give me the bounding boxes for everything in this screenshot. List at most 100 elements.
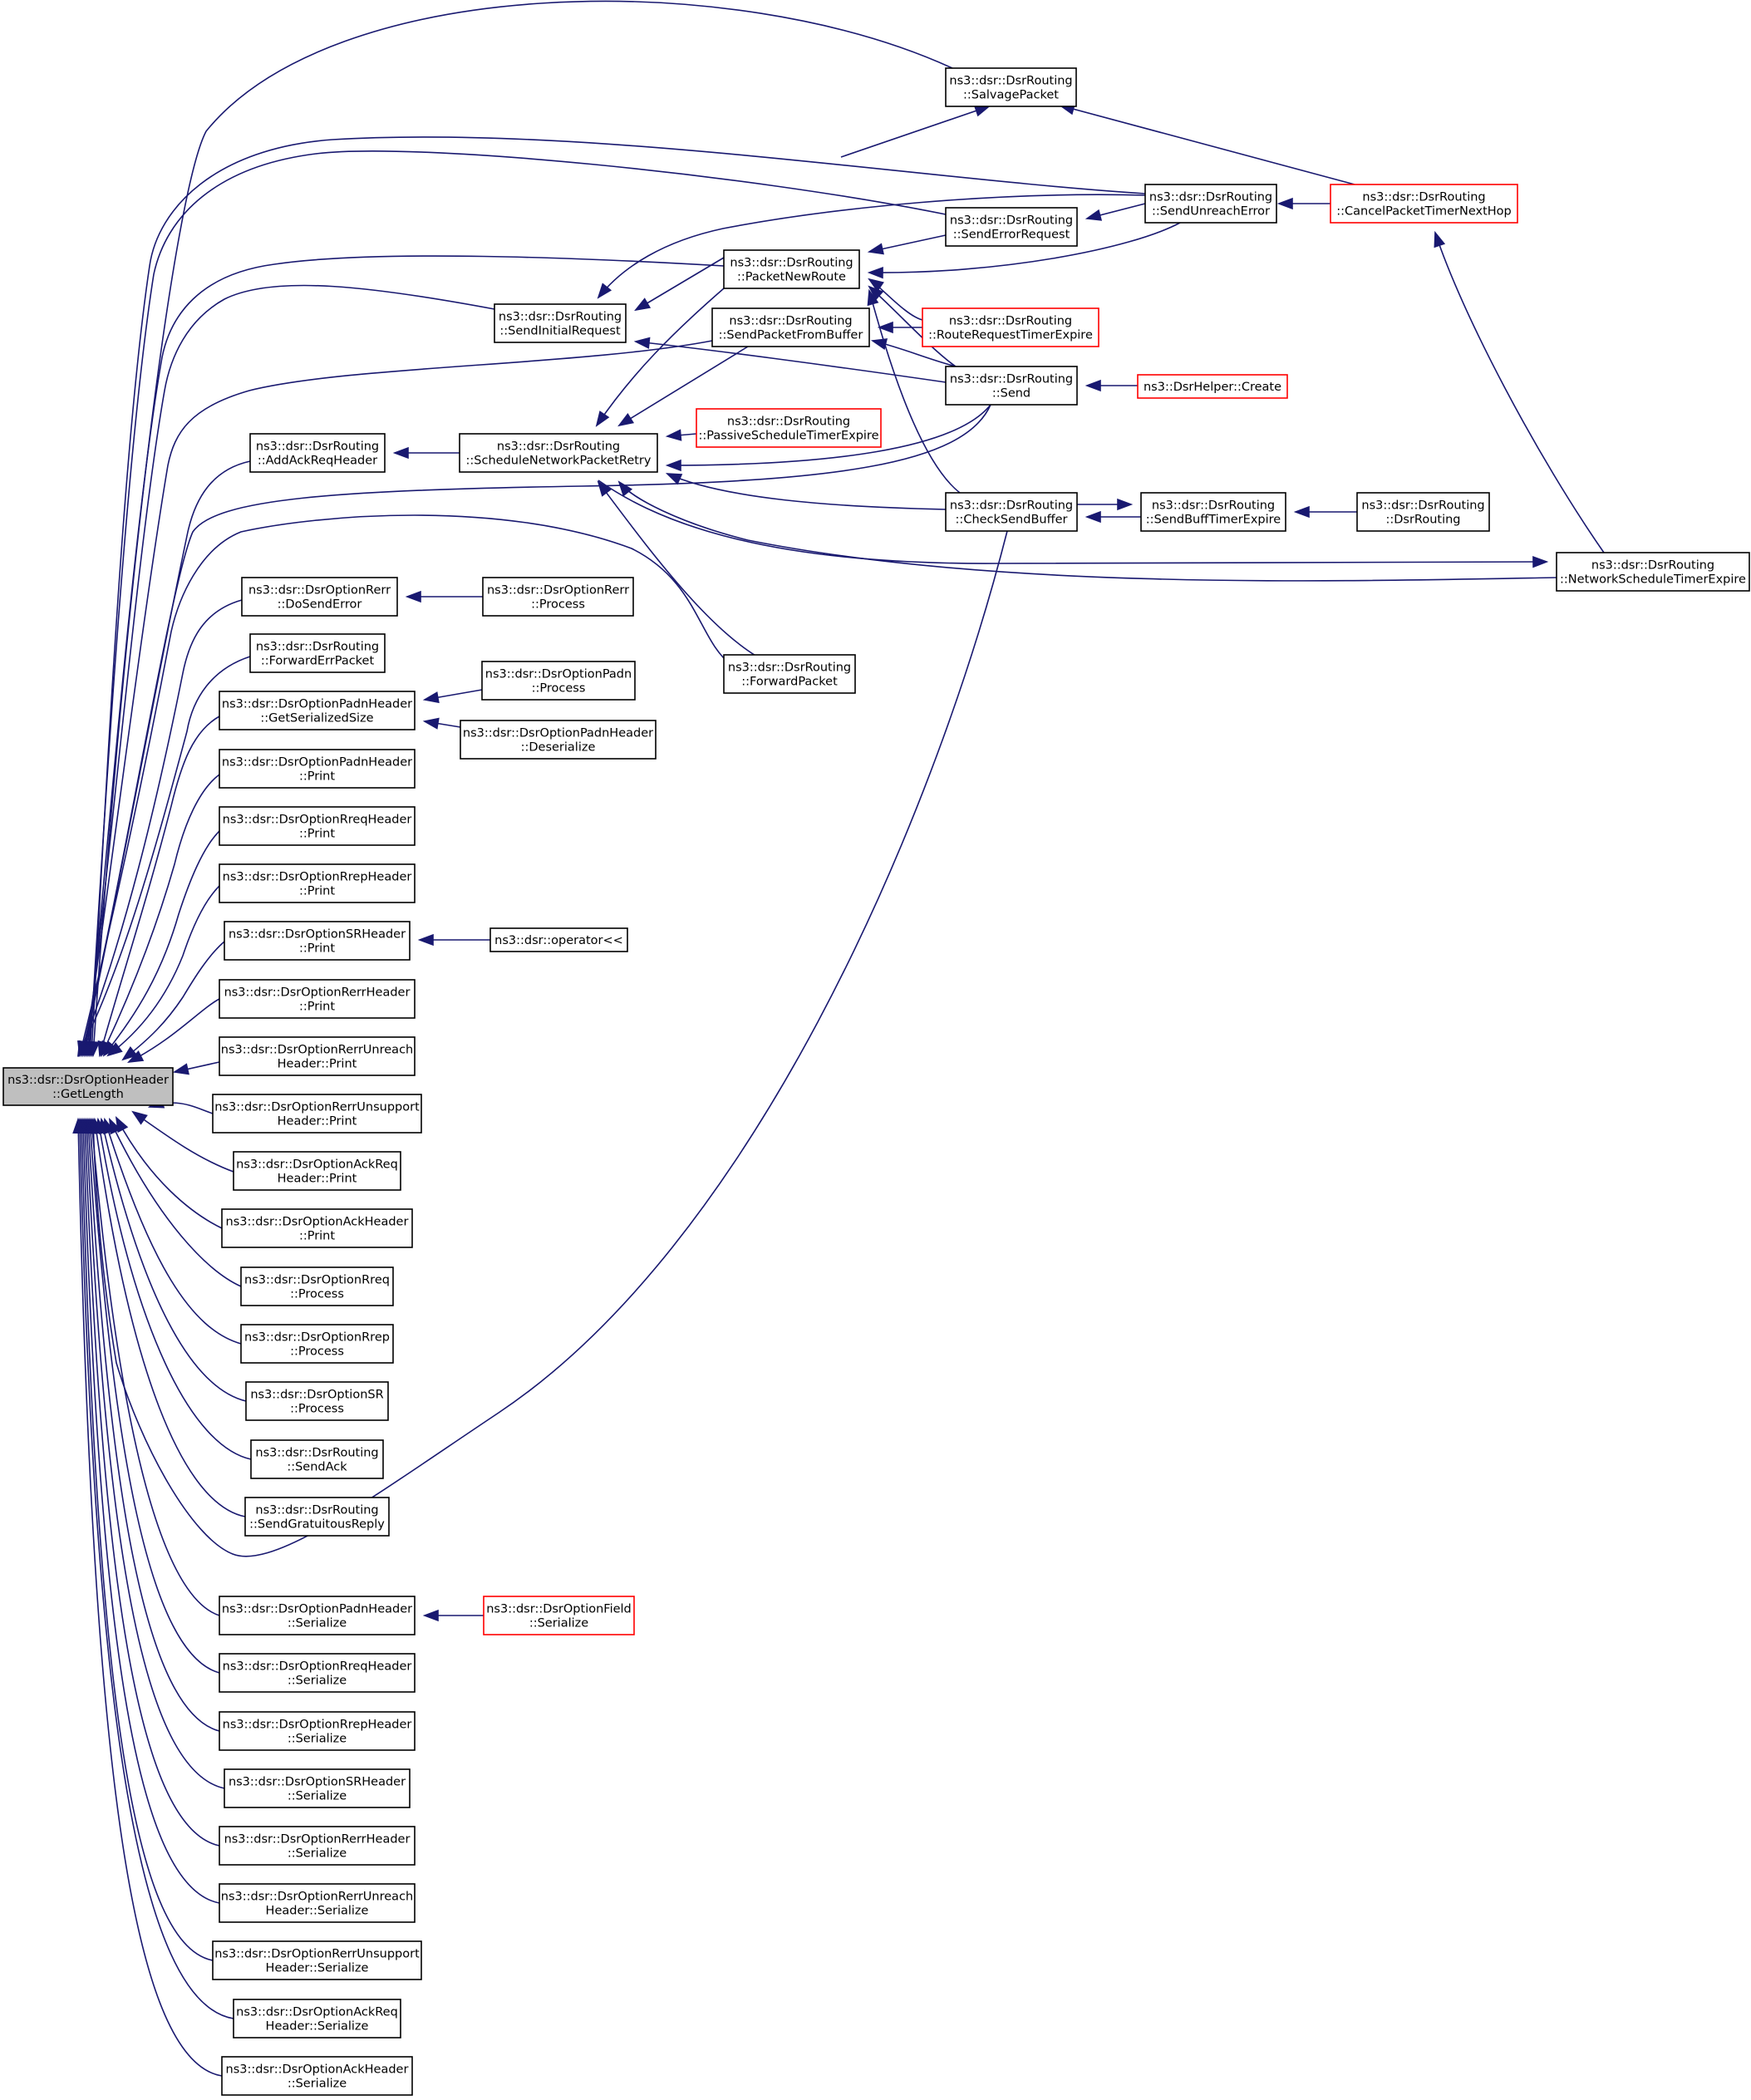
node-label-line: ::Serialize bbox=[288, 2078, 347, 2091]
node-rerrunsser[interactable]: ns3::dsr::DsrOptionRerrUnsupportHeader::… bbox=[212, 1940, 422, 1980]
arrowhead bbox=[405, 590, 421, 603]
arrowhead bbox=[106, 1042, 123, 1057]
node-srser[interactable]: ns3::dsr::DsrOptionSRHeader::Serialize bbox=[224, 1768, 411, 1808]
edge-line bbox=[87, 255, 725, 1056]
edge-ackreqprint-to-root bbox=[131, 1110, 234, 1173]
node-oplt[interactable]: ns3::dsr::operator<< bbox=[489, 927, 628, 952]
edge-fwdpkt-to-snpr bbox=[597, 480, 774, 666]
node-sgr[interactable]: ns3::dsr::DsrRouting::SendGratuitousRepl… bbox=[244, 1497, 390, 1537]
node-create[interactable]: ns3::DsrHelper::Create bbox=[1137, 374, 1288, 399]
node-label-line: ::Process bbox=[290, 1345, 344, 1359]
node-srproc[interactable]: ns3::dsr::DsrOptionSR::Process bbox=[245, 1381, 389, 1421]
node-box bbox=[212, 1940, 422, 1980]
node-rerrunrprint[interactable]: ns3::dsr::DsrOptionRerrUnreachHeader::Pr… bbox=[219, 1036, 416, 1076]
node-box bbox=[219, 1711, 416, 1751]
node-label-line: ::GetSerializedSize bbox=[260, 712, 373, 725]
node-fieldser[interactable]: ns3::dsr::DsrOptionField::Serialize bbox=[483, 1596, 635, 1635]
edge-line bbox=[598, 481, 774, 666]
node-label-line: ns3::dsr::DsrOptionRreqHeader bbox=[223, 814, 412, 827]
node-salvage[interactable]: ns3::dsr::DsrRouting::SalvagePacket bbox=[945, 67, 1077, 107]
node-sir[interactable]: ns3::dsr::DsrRouting::SendInitialRequest bbox=[494, 303, 627, 343]
node-label-line: ns3::dsr::DsrOptionRrepHeader bbox=[223, 1719, 412, 1732]
node-box bbox=[1356, 492, 1490, 532]
node-rreqser[interactable]: ns3::dsr::DsrOptionRreqHeader::Serialize bbox=[219, 1653, 416, 1693]
node-rerrunsprint[interactable]: ns3::dsr::DsrOptionRerrUnsupportHeader::… bbox=[212, 1094, 422, 1134]
arrowhead bbox=[633, 337, 651, 349]
node-box bbox=[945, 366, 1078, 406]
arrowhead bbox=[867, 267, 883, 279]
edge-line bbox=[635, 341, 947, 383]
edge-unreach-to-sir bbox=[597, 194, 1148, 299]
edge-line bbox=[86, 284, 495, 1056]
node-label-line: ns3::dsr::DsrRouting bbox=[949, 75, 1072, 88]
node-rrepser[interactable]: ns3::dsr::DsrOptionRrepHeader::Serialize bbox=[219, 1711, 416, 1751]
node-label-line: ns3::dsr::DsrRouting bbox=[497, 440, 620, 454]
node-pste[interactable]: ns3::dsr::DsrRouting::PassiveScheduleTim… bbox=[696, 408, 882, 448]
node-unreach[interactable]: ns3::dsr::DsrRouting::SendUnreachError bbox=[1144, 184, 1277, 224]
edge-line bbox=[97, 1119, 252, 1460]
edge-line bbox=[91, 1119, 220, 1616]
edge-line bbox=[122, 941, 225, 1060]
node-box bbox=[459, 433, 658, 473]
edge-line bbox=[1060, 105, 1355, 185]
node-rrepprint[interactable]: ns3::dsr::DsrOptionRrepHeader::Print bbox=[219, 863, 416, 903]
node-padnprint[interactable]: ns3::dsr::DsrOptionPadnHeader::Print bbox=[219, 749, 416, 789]
node-box bbox=[241, 577, 398, 617]
node-box bbox=[494, 303, 627, 343]
node-rerrser[interactable]: ns3::dsr::DsrOptionRerrHeader::Serialize bbox=[219, 1826, 416, 1866]
node-ackprint[interactable]: ns3::dsr::DsrOptionAckHeader::Print bbox=[221, 1208, 413, 1248]
node-fwderr[interactable]: ns3::dsr::DsrRouting::ForwardErrPacket bbox=[249, 633, 386, 673]
node-pnr[interactable]: ns3::dsr::DsrRouting::PacketNewRoute bbox=[723, 249, 860, 289]
edge-line bbox=[128, 998, 220, 1063]
node-addack[interactable]: ns3::dsr::DsrRouting::AddAckReqHeader bbox=[249, 433, 386, 473]
node-label-line: ::CheckSendBuffer bbox=[956, 514, 1068, 527]
node-rerrunrser[interactable]: ns3::dsr::DsrOptionRerrUnreachHeader::Se… bbox=[219, 1883, 416, 1923]
edge-pste-to-snpr bbox=[665, 429, 697, 441]
node-padnproc[interactable]: ns3::dsr::DsrOptionPadn::Process bbox=[481, 661, 636, 701]
node-rrepproc[interactable]: ns3::dsr::DsrOptionRrep::Process bbox=[240, 1324, 394, 1364]
edge-line bbox=[84, 1119, 220, 1847]
node-snpr[interactable]: ns3::dsr::DsrRouting::ScheduleNetworkPac… bbox=[459, 433, 658, 473]
node-label-line: ::SendGratuitousReply bbox=[249, 1518, 385, 1532]
node-sbte[interactable]: ns3::dsr::DsrRouting::SendBuffTimerExpir… bbox=[1140, 492, 1286, 532]
edge-line bbox=[89, 1119, 220, 1674]
edge-line bbox=[89, 150, 947, 1056]
edge-send-to-snpr bbox=[665, 404, 991, 472]
edge-cancel-to-nste bbox=[1434, 230, 1605, 553]
node-nste[interactable]: ns3::dsr::DsrRouting::NetworkScheduleTim… bbox=[1556, 552, 1750, 592]
node-dosenderr[interactable]: ns3::dsr::DsrOptionRerr::DoSendError bbox=[241, 577, 398, 617]
arrowhead bbox=[1276, 197, 1293, 210]
arrowhead bbox=[595, 411, 610, 427]
node-rreqproc[interactable]: ns3::dsr::DsrOptionRreq::Process bbox=[240, 1266, 394, 1306]
node-rerrprint[interactable]: ns3::dsr::DsrOptionRerrHeader::Print bbox=[219, 979, 416, 1019]
node-cancel[interactable]: ns3::dsr::DsrRouting::CancelPacketTimerN… bbox=[1330, 184, 1518, 224]
node-dsrr[interactable]: ns3::dsr::DsrRouting::DsrRouting bbox=[1356, 492, 1490, 532]
edge-line bbox=[91, 136, 1146, 1056]
node-fwdpkt[interactable]: ns3::dsr::DsrRouting::ForwardPacket bbox=[723, 654, 856, 694]
node-ackreqser[interactable]: ns3::dsr::DsrOptionAckReqHeader::Seriali… bbox=[233, 1999, 401, 2039]
node-label-line: ::SendAck bbox=[287, 1461, 347, 1474]
node-send[interactable]: ns3::dsr::DsrRouting::Send bbox=[945, 366, 1078, 406]
edge-salvage-to-root bbox=[87, 0, 953, 1058]
node-box bbox=[221, 1208, 413, 1248]
node-box bbox=[219, 1036, 416, 1076]
node-ackser[interactable]: ns3::dsr::DsrOptionAckHeader::Serialize bbox=[221, 2056, 413, 2096]
node-padnser[interactable]: ns3::dsr::DsrOptionPadnHeader::Serialize bbox=[219, 1596, 416, 1635]
node-csb[interactable]: ns3::dsr::DsrRouting::CheckSendBuffer bbox=[945, 492, 1078, 532]
edge-send-to-pnr bbox=[868, 285, 957, 367]
node-sendack[interactable]: ns3::dsr::DsrRouting::SendAck bbox=[250, 1439, 384, 1479]
node-rrte[interactable]: ns3::dsr::DsrRouting::RouteRequestTimerE… bbox=[922, 307, 1099, 347]
node-rerrproc[interactable]: ns3::dsr::DsrOptionRerr::Process bbox=[482, 577, 634, 617]
node-root[interactable]: ns3::dsr::DsrOptionHeader::GetLength bbox=[2, 1067, 174, 1106]
node-rreqprint[interactable]: ns3::dsr::DsrOptionRreqHeader::Print bbox=[219, 806, 416, 846]
node-spfb[interactable]: ns3::dsr::DsrRouting::SendPacketFromBuff… bbox=[711, 307, 870, 347]
edge-line bbox=[1434, 232, 1605, 553]
node-senderr[interactable]: ns3::dsr::DsrRouting::SendErrorRequest bbox=[945, 207, 1078, 247]
node-padndeser[interactable]: ns3::dsr::DsrOptionPadnHeader::Deseriali… bbox=[460, 720, 657, 760]
edge-snpr-to-nste bbox=[598, 480, 1549, 568]
node-label-line: ::Process bbox=[532, 682, 586, 696]
node-box bbox=[219, 979, 416, 1019]
node-srprint[interactable]: ns3::dsr::DsrOptionSRHeader::Print bbox=[224, 921, 411, 961]
node-padngss[interactable]: ns3::dsr::DsrOptionPadnHeader::GetSerial… bbox=[219, 691, 416, 730]
